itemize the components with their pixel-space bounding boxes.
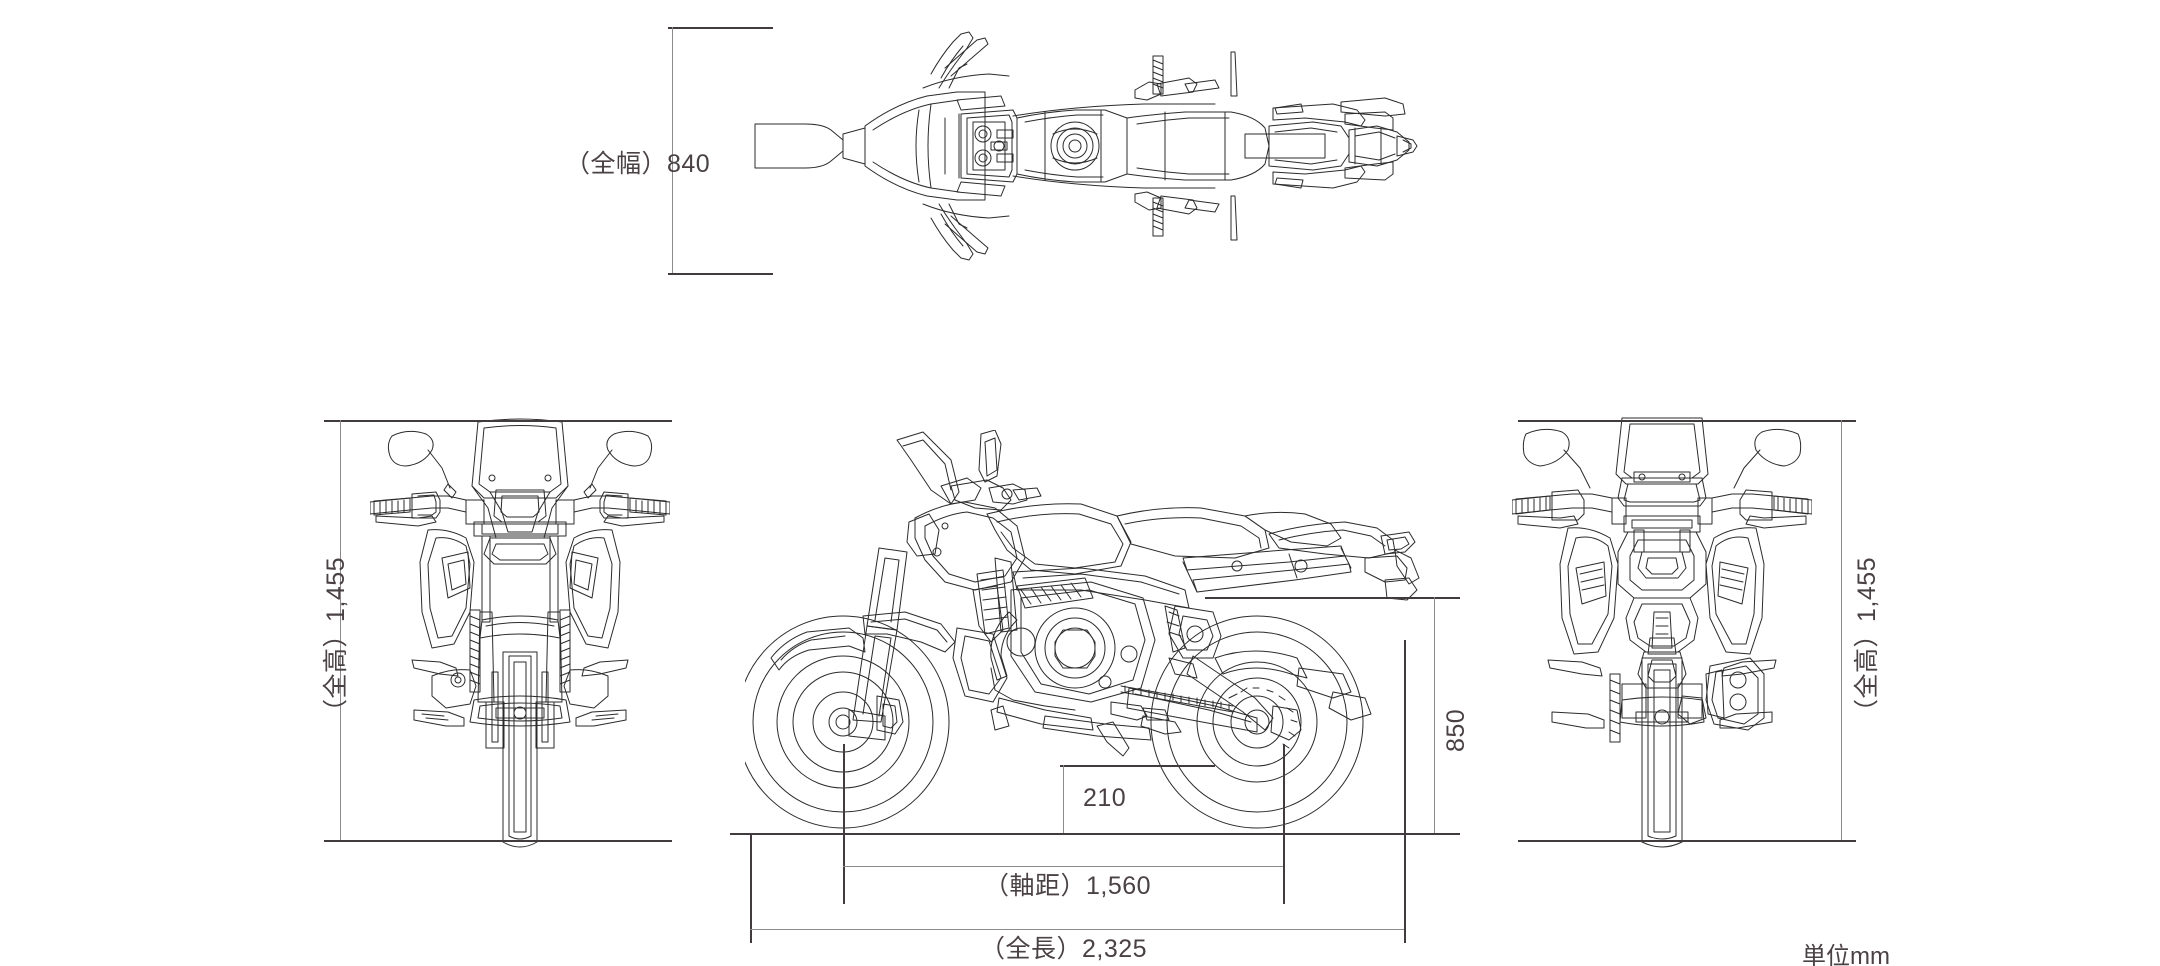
ext-line-width-bottom — [668, 273, 773, 275]
dim-line-wheelbase — [843, 866, 1283, 867]
ext-line-ground-clearance-top — [1060, 765, 1215, 767]
ext-line-wheelbase-rear — [1283, 744, 1285, 904]
front-view — [370, 412, 670, 852]
ext-line-height-left-top — [324, 420, 672, 422]
ext-line-length-front — [750, 833, 752, 943]
unit-note: 単位mm — [1802, 943, 1890, 966]
top-view — [745, 18, 1425, 273]
ground-clearance-label: 210 — [1083, 784, 1127, 812]
side-view — [745, 430, 1425, 840]
ext-line-height-left-bottom — [324, 840, 672, 842]
overall-height-right-label: （全高）1,455 — [1853, 556, 1881, 724]
ext-line-height-right-top — [1518, 420, 1856, 422]
overall-length-label: （全長）2,325 — [980, 935, 1148, 963]
seat-height-label: 850 — [1442, 708, 1470, 752]
dim-line-overall-height-left — [340, 420, 341, 840]
ground-line — [730, 833, 1460, 835]
dim-line-ground-clearance — [1063, 765, 1064, 833]
overall-width-label: （全幅）840 — [565, 150, 711, 178]
dim-line-overall-width — [672, 27, 673, 273]
ext-line-width-top — [668, 27, 773, 29]
ext-line-wheelbase-front — [843, 744, 845, 904]
dim-line-seat-height — [1434, 597, 1435, 833]
wheelbase-label: （軸距）1,560 — [984, 872, 1152, 900]
rear-view — [1512, 412, 1812, 852]
dim-line-overall-length — [750, 929, 1404, 930]
overall-height-left-label: （全高）1,455 — [322, 556, 350, 724]
dim-line-overall-height-right — [1841, 420, 1842, 840]
ext-line-seat-height-top — [1205, 597, 1460, 599]
ext-line-height-right-bottom — [1518, 840, 1856, 842]
ext-line-length-rear — [1404, 640, 1406, 943]
